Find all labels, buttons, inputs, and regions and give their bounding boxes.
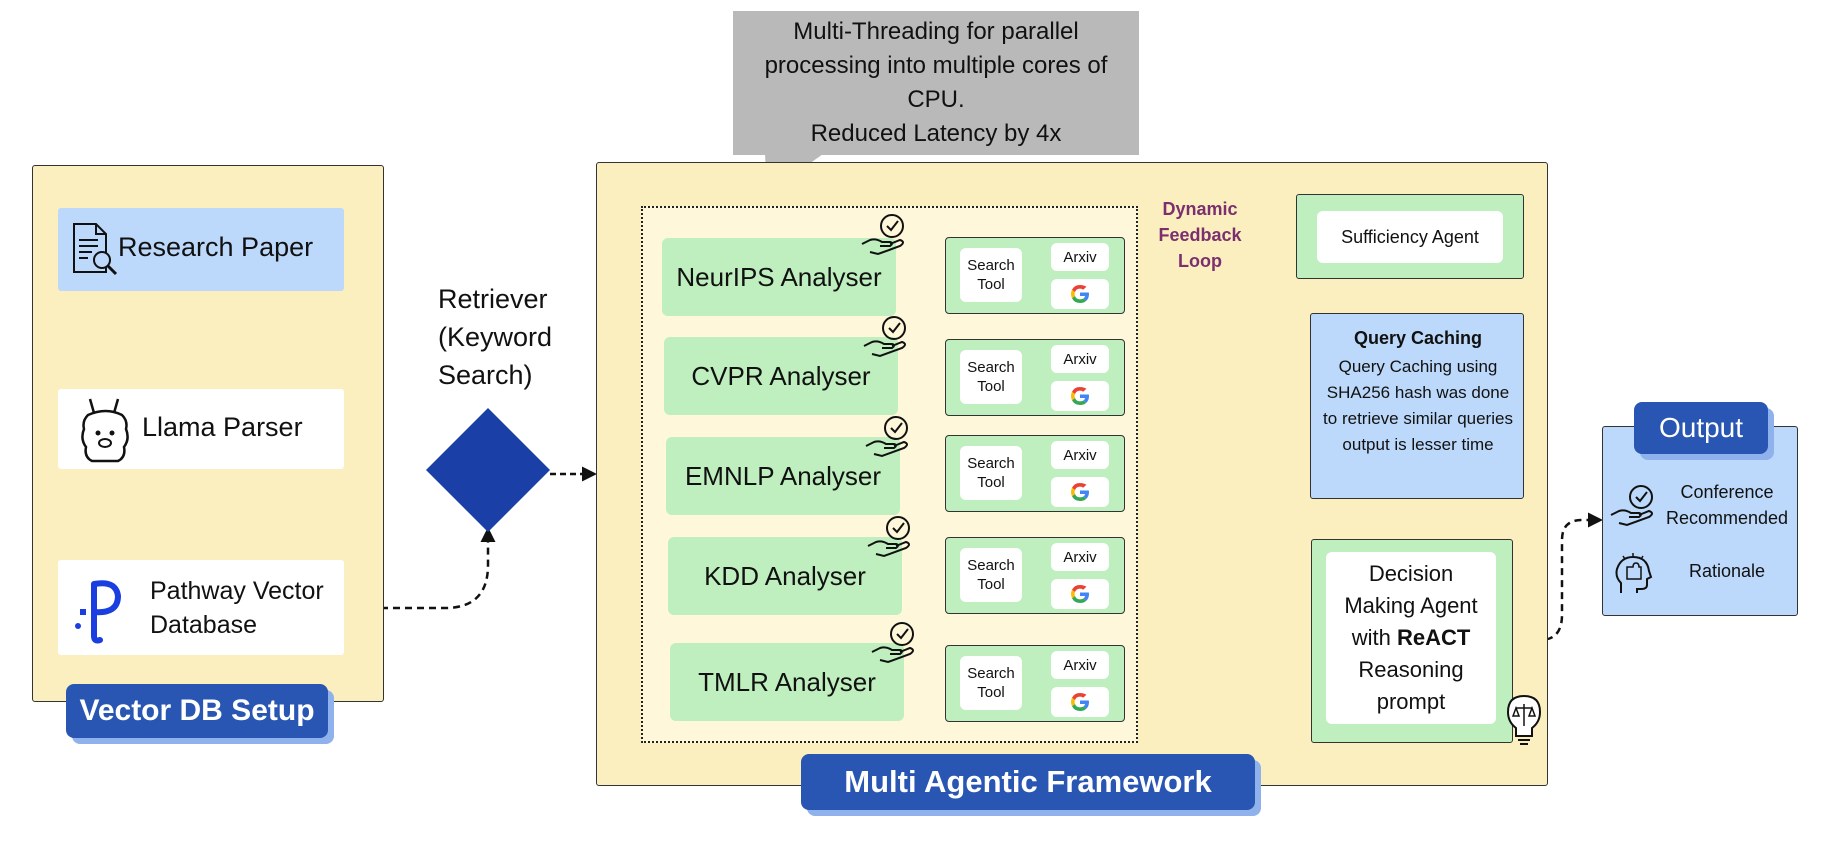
head-puzzle-icon — [1615, 553, 1653, 593]
document-search-icon — [73, 223, 118, 276]
research-paper-label: Research Paper — [118, 232, 314, 262]
hand-check-icon — [871, 622, 914, 664]
query-caching-body: Query Caching using SHA256 hash was done… — [1323, 357, 1513, 454]
decision-agent-card: Decision Making Agent with ReACT Reasoni… — [1326, 552, 1496, 724]
output-banner: Output — [1634, 402, 1768, 454]
decision-line: Decision — [1368, 561, 1454, 586]
analyser-neurips: NeurIPS Analyser — [662, 238, 896, 316]
hand-check-icon — [865, 416, 908, 458]
google-box — [1051, 381, 1109, 411]
output-item-rationale: Rationale — [1688, 561, 1766, 581]
google-icon — [1071, 285, 1089, 303]
hand-check-icon — [867, 516, 910, 558]
arxiv-box: Arxiv — [1051, 441, 1109, 469]
react-keyword: ReACT — [1396, 625, 1471, 650]
analyser-kdd: KDD Analyser — [668, 537, 902, 615]
search-tool-group-emnlp: Search Tool Arxiv — [945, 435, 1125, 512]
hand-check-icon — [861, 214, 904, 256]
callout-line: processing into multiple cores of — [764, 52, 1108, 79]
search-tool-line: Tool — [977, 378, 1005, 395]
google-icon — [1071, 387, 1089, 405]
arxiv-box: Arxiv — [1051, 651, 1109, 679]
llama-parser-card: Llama Parser — [58, 389, 344, 469]
vector-db-banner: Vector DB Setup — [66, 684, 328, 738]
google-box — [1051, 579, 1109, 609]
sufficiency-agent-card: Sufficiency Agent — [1317, 211, 1503, 263]
multithreading-callout: Multi-Threading for parallel processing … — [733, 11, 1139, 155]
decision-line: prompt — [1376, 689, 1446, 714]
output-item-conference: Conference Recommended — [1657, 479, 1797, 531]
feedback-line: Feedback — [1158, 225, 1242, 245]
output-panel: Conference Recommended Rationale — [1602, 426, 1798, 616]
analyser-emnlp: EMNLP Analyser — [666, 437, 900, 515]
google-box — [1051, 477, 1109, 507]
arxiv-box: Arxiv — [1051, 345, 1109, 373]
google-icon — [1071, 483, 1089, 501]
feedback-line: Loop — [1178, 251, 1222, 271]
hand-check-icon — [863, 316, 906, 358]
search-tool-group-kdd: Search Tool Arxiv — [945, 537, 1125, 614]
decision-to-output-arrow — [1510, 512, 1603, 642]
callout-line: Multi-Threading for parallel — [793, 18, 1079, 45]
sufficiency-agent-group: Sufficiency Agent — [1296, 194, 1524, 279]
search-tool-group-tmlr: Search Tool Arxiv — [945, 645, 1125, 722]
retriever-line: Retriever — [438, 284, 548, 314]
search-tool-line: Tool — [977, 474, 1005, 491]
search-tool-box: Search Tool — [960, 548, 1022, 602]
decision-line: Reasoning — [1358, 657, 1464, 682]
output-line: Recommended — [1665, 508, 1789, 528]
arxiv-box: Arxiv — [1051, 543, 1109, 571]
google-box — [1051, 279, 1109, 309]
research-paper-card: Research Paper — [58, 208, 344, 291]
retriever-line: Search) — [438, 360, 533, 390]
search-tool-line: Tool — [977, 276, 1005, 293]
search-tool-line: Search — [967, 257, 1015, 274]
pathway-db-card: Pathway Vector Database — [58, 560, 344, 655]
llama-parser-label: Llama Parser — [142, 412, 303, 442]
google-icon — [1071, 585, 1089, 603]
arxiv-box: Arxiv — [1051, 243, 1109, 271]
decision-agent-group: Decision Making Agent with ReACT Reasoni… — [1311, 539, 1513, 743]
search-tool-line: Search — [967, 557, 1015, 574]
search-tool-line: Tool — [977, 576, 1005, 593]
decision-line-react: with ReACT — [1352, 622, 1471, 654]
db-to-retriever-arrow — [345, 527, 496, 610]
retriever-label: Retriever (Keyword Search) — [438, 280, 552, 394]
search-tool-group-cvpr: Search Tool Arxiv — [945, 339, 1125, 416]
search-tool-group-neurips: Search Tool Arxiv — [945, 237, 1125, 314]
search-tool-box: Search Tool — [960, 446, 1022, 500]
pathway-logo-icon — [75, 580, 122, 644]
search-tool-line: Search — [967, 359, 1015, 376]
analyser-cvpr: CVPR Analyser — [664, 337, 898, 415]
pathway-line: Database — [150, 611, 258, 639]
search-tool-line: Search — [967, 665, 1015, 682]
search-tool-box: Search Tool — [960, 656, 1022, 710]
search-tool-box: Search Tool — [960, 350, 1022, 404]
decision-with: with — [1351, 625, 1397, 650]
llama-icon — [81, 398, 129, 463]
search-tool-line: Search — [967, 455, 1015, 472]
search-tool-box: Search Tool — [960, 248, 1022, 302]
decision-line: Making Agent — [1344, 593, 1478, 618]
bulb-scale-icon — [1506, 694, 1542, 745]
callout-line: CPU. — [907, 86, 965, 113]
google-box — [1051, 687, 1109, 717]
hand-check-icon — [1610, 485, 1653, 527]
retriever-diamond — [426, 408, 550, 532]
query-caching-title: Query Caching — [1353, 328, 1483, 348]
feedback-loop-label: Dynamic Feedback Loop — [1148, 196, 1252, 274]
framework-banner: Multi Agentic Framework — [801, 754, 1255, 810]
analyser-tmlr: TMLR Analyser — [670, 643, 904, 721]
output-line: Conference — [1680, 482, 1774, 502]
google-icon — [1071, 693, 1089, 711]
query-caching-card: Query Caching Query Caching using SHA256… — [1310, 313, 1524, 499]
retriever-line: (Keyword — [438, 322, 553, 352]
pathway-line: Pathway Vector — [150, 577, 324, 605]
search-tool-line: Tool — [977, 684, 1005, 701]
feedback-line: Dynamic — [1162, 199, 1238, 219]
callout-line: Reduced Latency by 4x — [810, 120, 1062, 147]
